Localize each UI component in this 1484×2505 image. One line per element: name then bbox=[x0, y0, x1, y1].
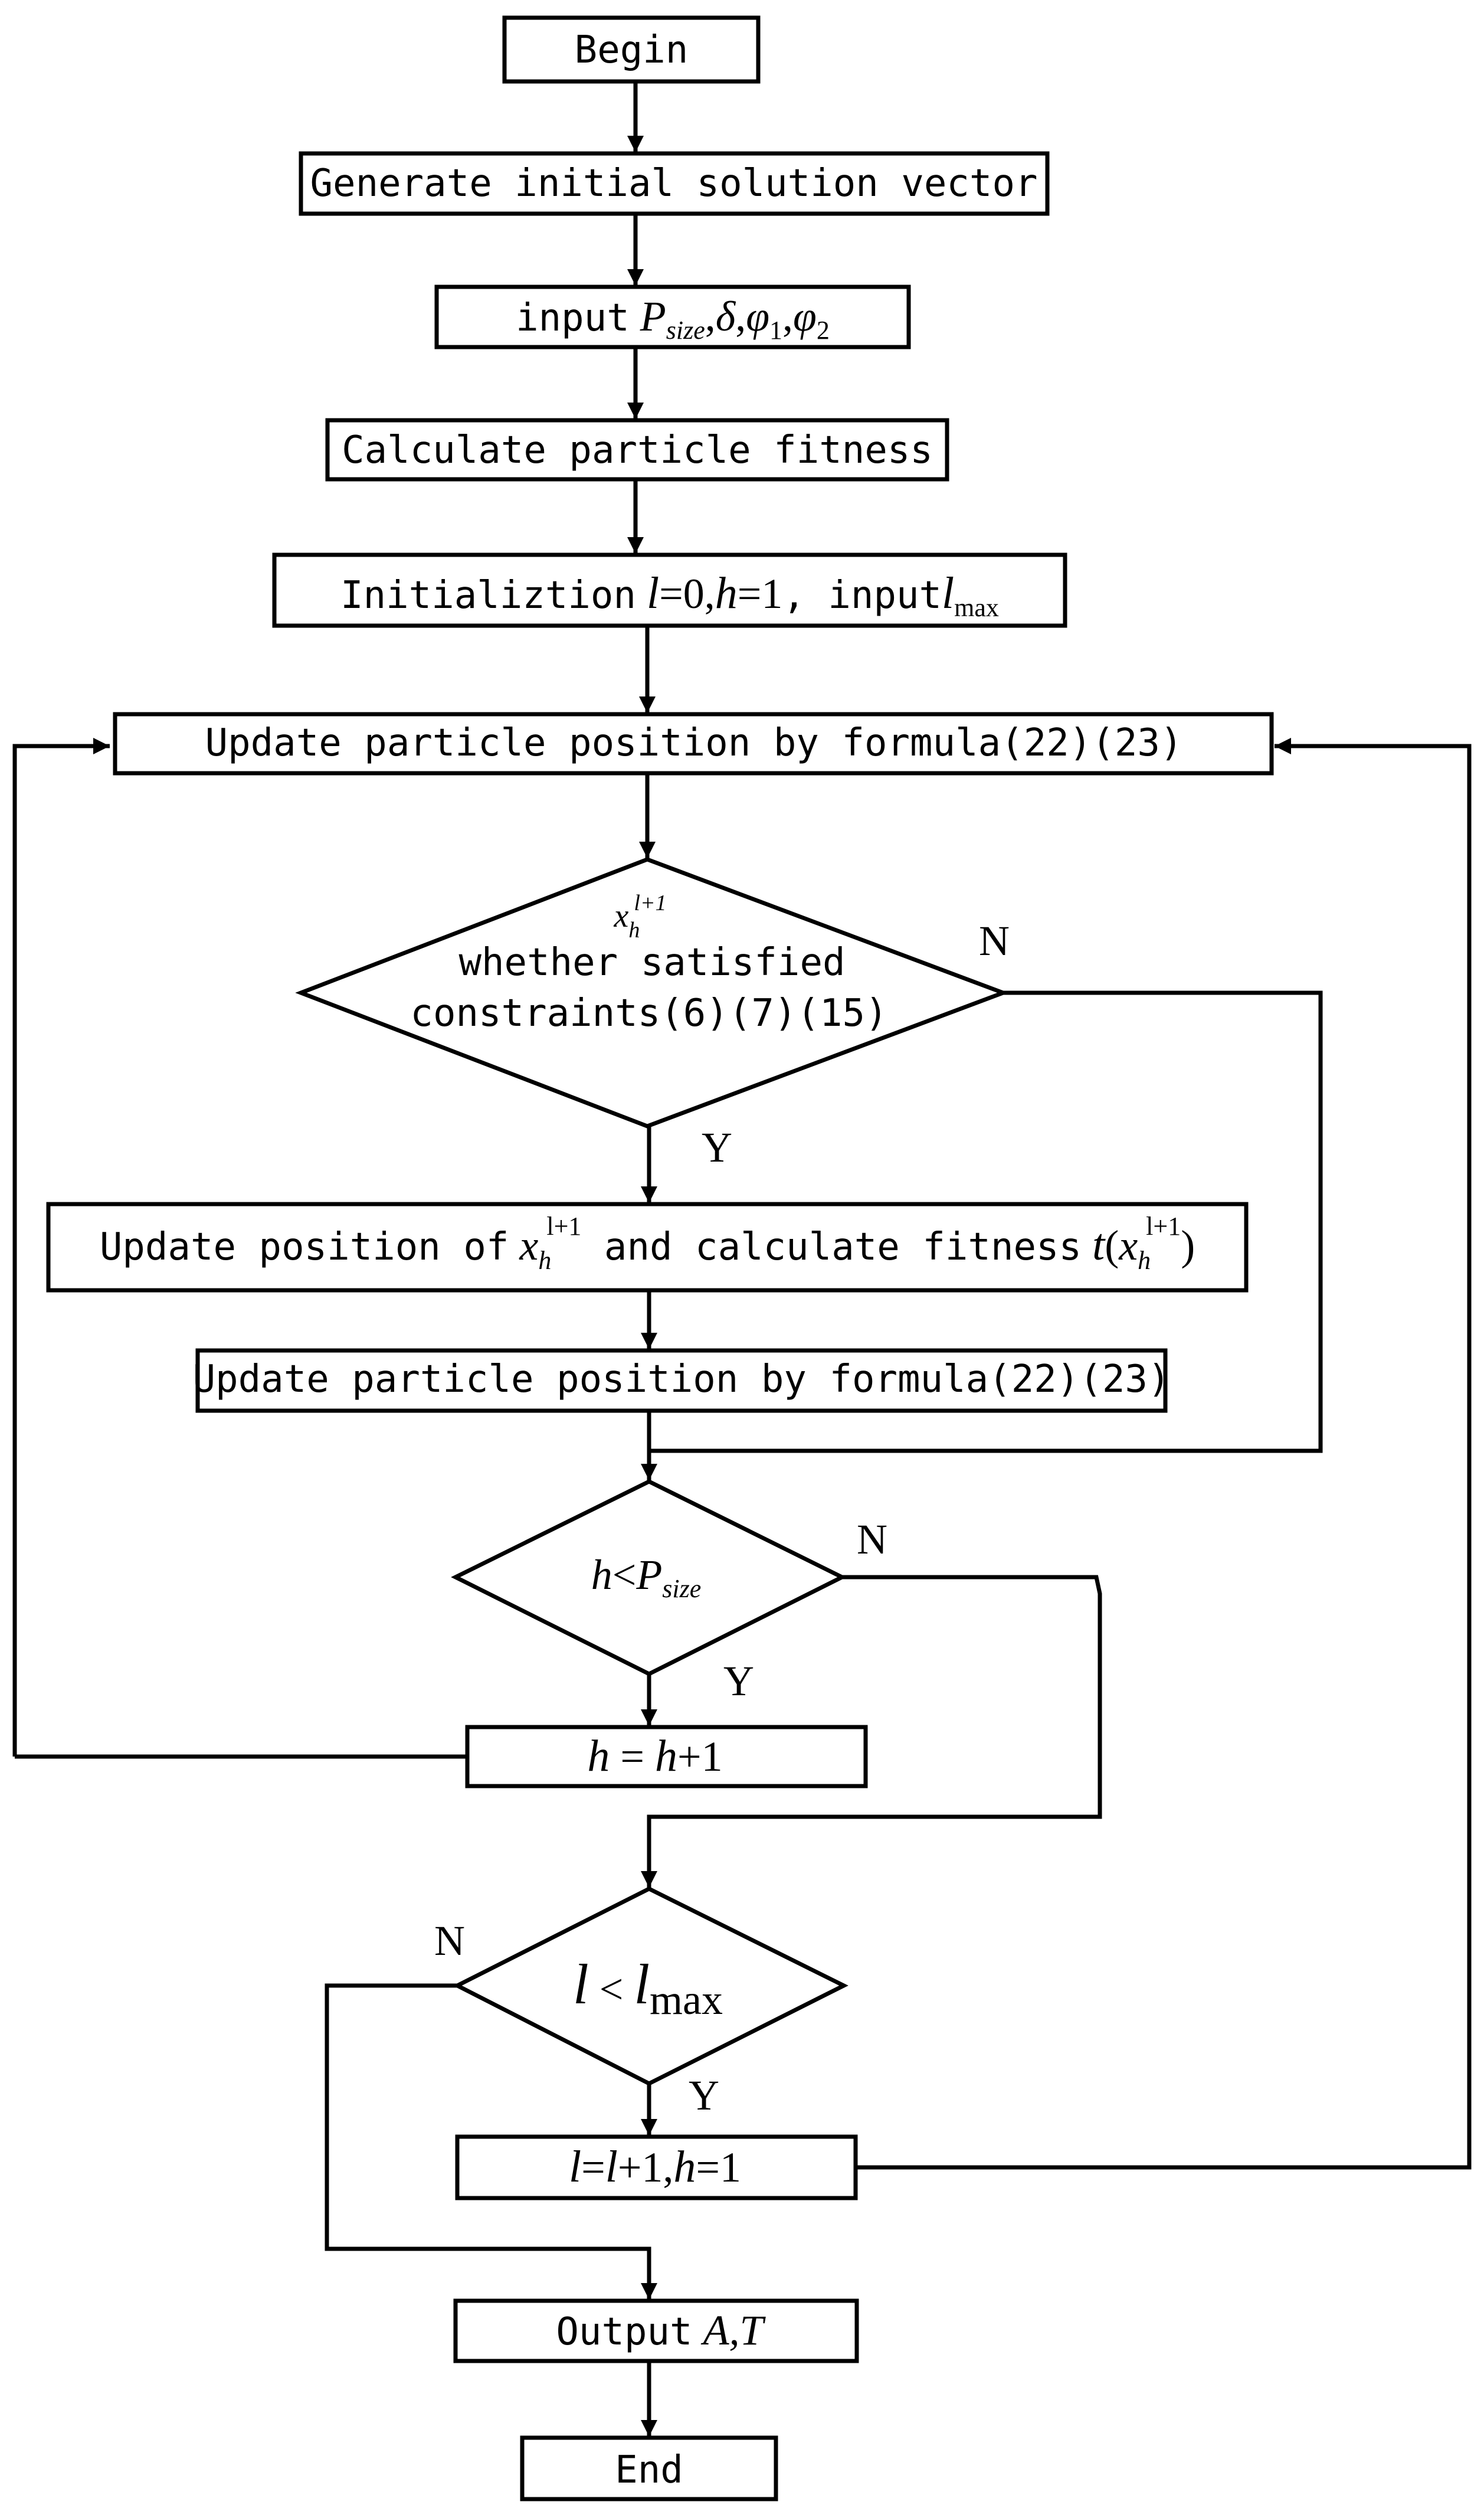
diamond2-label: h<Psize bbox=[591, 1551, 702, 1603]
update-pos-node: Update position of xhl+1 and calculate f… bbox=[46, 1202, 1249, 1293]
update1-label: Update particle position by formula(22)(… bbox=[205, 721, 1183, 765]
init-label: Initializtion l=0,h=1, inputlmax bbox=[340, 568, 999, 622]
d1-yes-label: Y bbox=[702, 1124, 732, 1171]
d3-no-label: N bbox=[434, 1917, 465, 1964]
diamond2-node: h<Psize bbox=[451, 1479, 847, 1676]
edge-diamond2-no bbox=[641, 1575, 1102, 1888]
diamond1-node: xhl+1 whether satisfied constraints(6)(7… bbox=[295, 857, 1009, 1129]
d3-yes-label: Y bbox=[689, 2072, 719, 2119]
update2-label: Update particle position by formula(22)(… bbox=[193, 1358, 1171, 1401]
calculate-node: Calculate particle fitness bbox=[325, 418, 949, 482]
calculate-label: Calculate particle fitness bbox=[342, 429, 933, 472]
diamond3-node: l < lmax bbox=[453, 1886, 849, 2086]
edge-diamond3-no bbox=[325, 1983, 657, 2300]
input-node: input Psize,δ,φ1,φ2 bbox=[434, 284, 911, 349]
generate-node: Generate initial solution vector bbox=[299, 151, 1050, 216]
edge-labels: N Y N Y N Y bbox=[434, 917, 1010, 2119]
generate-label: Generate initial solution vector bbox=[310, 162, 1038, 205]
update2-node: Update particle position by formula(22)(… bbox=[193, 1348, 1171, 1413]
input-label: input Psize,δ,φ1,φ2 bbox=[516, 293, 830, 345]
end-label: End bbox=[615, 2448, 683, 2492]
edge-hincr-loop bbox=[12, 738, 110, 1757]
begin-label: Begin bbox=[575, 28, 689, 72]
l-incr-node: l=l+1,h=1 bbox=[455, 2134, 858, 2200]
init-node: Initializtion l=0,h=1, inputlmax bbox=[272, 552, 1067, 628]
begin-node: Begin bbox=[502, 15, 761, 84]
update1-node: Update particle position by formula(22)(… bbox=[113, 712, 1274, 776]
h-incr-label: h = h+1 bbox=[587, 1731, 722, 1781]
diamond1-line1: whether satisfied bbox=[458, 941, 845, 985]
diamond3-label: l < lmax bbox=[573, 1953, 723, 2023]
diamond1-var: xhl+1 bbox=[613, 891, 666, 943]
update-pos-label: Update position of xhl+1 and calculate f… bbox=[100, 1212, 1195, 1275]
d2-no-label: N bbox=[857, 1516, 887, 1563]
h-incr-node: h = h+1 bbox=[465, 1725, 868, 1788]
diamond1-line2: constraints(6)(7)(15) bbox=[410, 992, 887, 1035]
output-label: Output A,T bbox=[556, 2307, 766, 2354]
l-incr-label: l=l+1,h=1 bbox=[569, 2142, 741, 2192]
connectors bbox=[12, 81, 1472, 2437]
edge-lincr-loop bbox=[856, 738, 1472, 2170]
d2-yes-label: Y bbox=[723, 1657, 754, 1705]
output-node: Output A,T bbox=[453, 2298, 859, 2363]
end-node: End bbox=[520, 2435, 778, 2501]
edge-diamond1-no bbox=[649, 990, 1323, 1453]
d1-no-label: N bbox=[979, 917, 1010, 964]
